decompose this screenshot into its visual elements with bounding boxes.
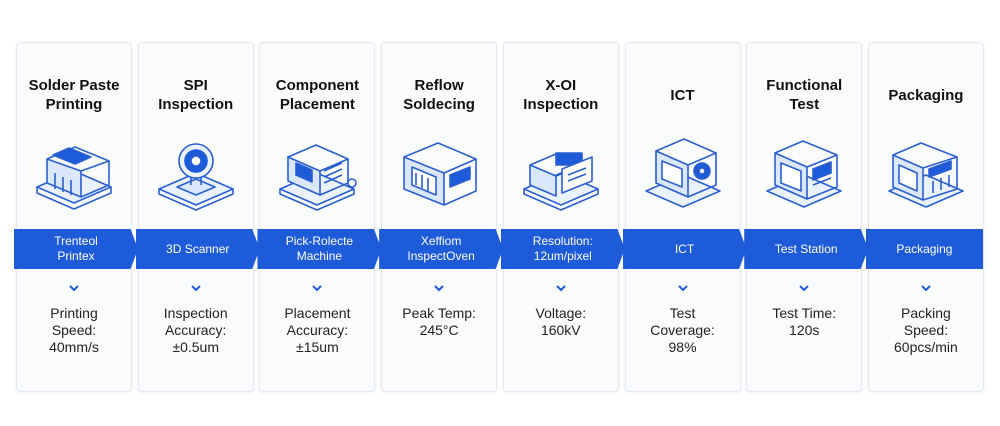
packaging-machine-icon: [881, 135, 971, 211]
ict-tester-icon: [638, 135, 728, 211]
chevron-down-icon: [69, 285, 79, 292]
step-spec: Placement Accuracy: ±15um: [284, 305, 351, 355]
step-spec: Voltage: 160kV: [535, 305, 587, 338]
step-spec: Test Coverage: 98%: [650, 305, 715, 355]
step-card-spi-inspection: SPI Inspection 3D Scanner Inspection Acc…: [135, 42, 260, 392]
step-spec: Inspection Accuracy: ±0.5um: [163, 305, 228, 355]
chevron-down-icon: [799, 285, 809, 292]
chevron-down-icon: [677, 285, 688, 292]
step-card-functional-test: Functional Test Test Station Test Time: …: [744, 42, 869, 392]
step-title: SPI Inspection: [158, 77, 234, 113]
3d-scanner-icon: [151, 135, 241, 211]
step-spec: Peak Temp: 245°C: [402, 305, 476, 338]
step-spec: Printing Speed: 40mm/s: [49, 305, 99, 355]
step-equipment-banner: ICT: [622, 229, 747, 269]
step-title: X-OI Inspection: [523, 77, 599, 113]
chevron-down-icon: [312, 285, 323, 292]
x-ray-inspection-icon: [516, 135, 606, 211]
step-card-ict: ICT ICT Test Coverage: 98%: [622, 42, 747, 392]
step-card-component-placement: Component Placement Pick-Rolecte Machine…: [257, 42, 382, 392]
chevron-down-icon: [190, 285, 201, 292]
step-title: ICT: [670, 86, 695, 104]
step-spec: Packing Speed: 60pcs/min: [894, 305, 958, 355]
step-title: Packaging: [888, 86, 964, 104]
step-equipment-banner: 3D Scanner: [135, 229, 260, 269]
process-flow: Solder Paste Printing Trenteol Printex P…: [14, 42, 984, 392]
step-card-reflow-soldering: Reflow Soldecing Xeffiom InspectOven Pea…: [379, 42, 504, 392]
step-card-solder-paste-printing: Solder Paste Printing Trenteol Printex P…: [14, 42, 138, 392]
step-equipment-banner: Test Station: [744, 229, 869, 269]
chevron-down-icon: [434, 285, 444, 292]
step-card-x-ray-inspection: X-OI Inspection Resolution: 12um/pixel V…: [500, 42, 625, 392]
step-equipment-banner: Xeffiom InspectOven: [379, 229, 504, 269]
step-equipment-banner: Pick-Rolecte Machine: [257, 229, 382, 269]
step-equipment-banner: Resolution: 12um/pixel: [500, 229, 625, 269]
step-title: Reflow Soldecing: [403, 77, 475, 113]
reflow-oven-icon: [394, 135, 484, 211]
chevron-down-icon: [921, 285, 931, 292]
step-title: Functional Test: [766, 77, 843, 113]
step-equipment-banner: Trenteol Printex: [14, 229, 138, 269]
step-title: Solder Paste Printing: [28, 77, 120, 113]
test-station-icon: [759, 135, 849, 211]
step-card-packaging: Packaging Packaging Packing Speed: 60pcs…: [865, 42, 984, 392]
stencil-printer-icon: [29, 135, 119, 211]
step-title: Component Placement: [275, 77, 360, 113]
chevron-down-icon: [556, 285, 566, 292]
step-equipment-banner: Packaging: [865, 229, 983, 269]
step-spec: Test Time: 120s: [772, 305, 837, 338]
pick-and-place-machine-icon: [272, 135, 362, 211]
